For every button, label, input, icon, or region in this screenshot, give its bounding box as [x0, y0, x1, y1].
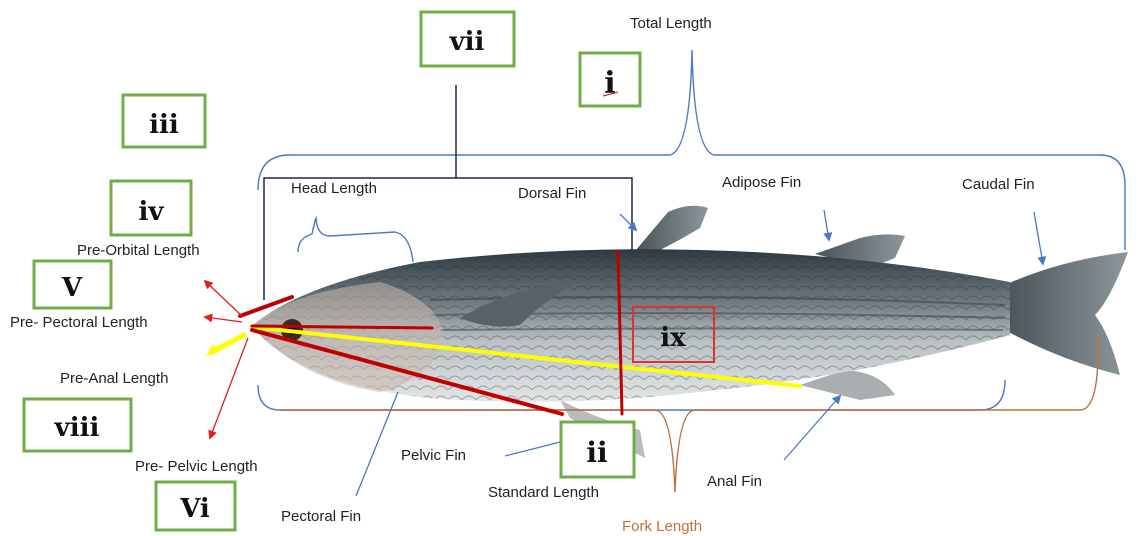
adipose-fin-label: Adipose Fin — [722, 174, 801, 191]
svg-text:V: V — [61, 273, 83, 303]
marker-iv: iv — [111, 181, 191, 235]
svg-text:iii: iii — [149, 110, 179, 140]
head-length-brace — [298, 218, 413, 262]
total-length-label: Total Length — [630, 15, 712, 32]
marker-i: i — [580, 53, 640, 106]
svg-text:iv: iv — [139, 197, 165, 227]
pre-pectoral-length-label: Pre- Pectoral Length — [10, 314, 148, 331]
marker-v: V — [34, 261, 111, 308]
caudal-fin-label: Caudal Fin — [962, 176, 1035, 193]
marker-vii: vii — [421, 12, 514, 66]
fish-picture — [252, 206, 1128, 458]
marker-ii: ii — [561, 422, 634, 477]
fork-length-label: Fork Length — [622, 518, 702, 535]
pelvic-fin-label: Pelvic Fin — [401, 447, 466, 464]
pre-pectoral-line — [252, 326, 432, 328]
head-length-label: Head Length — [291, 180, 377, 197]
marker-vi: Vi — [156, 482, 235, 530]
pre-pelvic-length-label: Pre- Pelvic Length — [135, 458, 258, 475]
pectoral-fin-label: Pectoral Fin — [281, 508, 361, 525]
pre-orbital-length-label: Pre-Orbital Length — [77, 242, 200, 259]
fish-caudal-fin — [1005, 252, 1128, 375]
svg-text:viii: viii — [54, 413, 100, 443]
anal-fin-label: Anal Fin — [707, 473, 762, 490]
red-arrows — [205, 281, 248, 438]
svg-text:ix: ix — [660, 323, 686, 353]
svg-text:Vi: Vi — [179, 494, 210, 524]
dorsal-fin-label: Dorsal Fin — [518, 185, 586, 202]
svg-text:ii: ii — [586, 436, 607, 469]
svg-text:vii: vii — [449, 27, 485, 57]
fish-dorsal-fin — [636, 206, 708, 250]
pre-anal-length-label: Pre-Anal Length — [60, 370, 168, 387]
marker-iii: iii — [123, 95, 205, 147]
marker-viii: viii — [24, 399, 131, 451]
standard-length-label: Standard Length — [488, 484, 599, 501]
